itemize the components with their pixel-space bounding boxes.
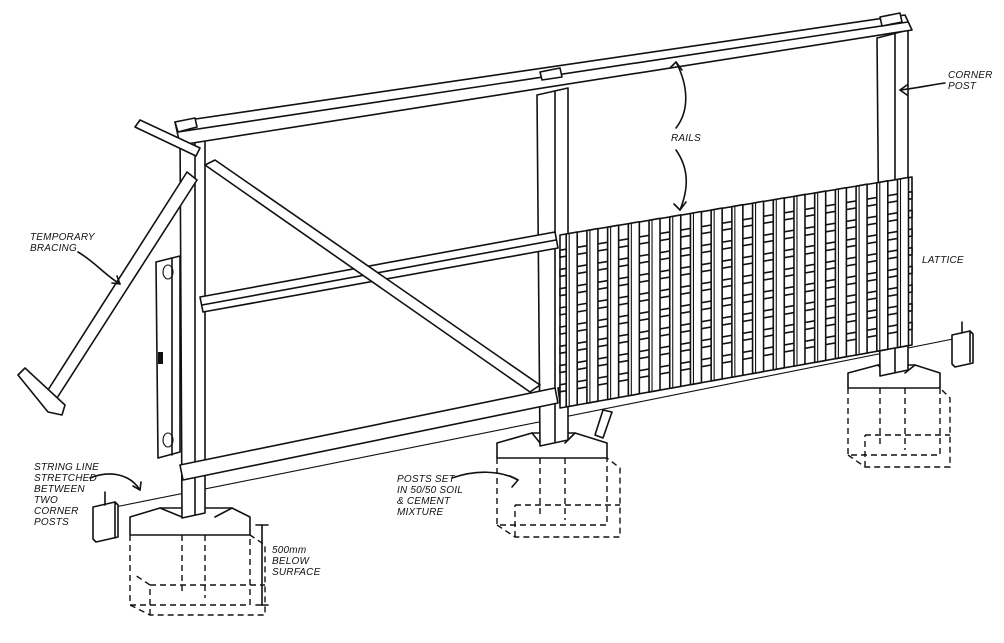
depth-dimension: [255, 524, 269, 606]
lattice-label: LATTICE: [922, 255, 964, 266]
depth-label: 500mm BELOW SURFACE: [272, 545, 321, 578]
posts-set-label: POSTS SET IN 50/50 SOIL & CEMENT MIXTURE: [397, 474, 463, 518]
diagonal-brace: [204, 159, 541, 393]
right-footing: [847, 364, 951, 468]
rails-arrows: [669, 61, 688, 211]
lattice-panel: [559, 176, 913, 409]
temporary-bracing: [17, 119, 201, 416]
rails-label: RAILS: [671, 133, 701, 144]
middle-rail: [199, 231, 559, 313]
string-line: [92, 321, 974, 543]
spirit-level: [155, 255, 181, 459]
temporary-bracing-label: TEMPORARY BRACING: [30, 232, 95, 254]
corner-post-label: CORNER POST: [948, 70, 993, 92]
string-line-label: STRING LINE STRETCHED BETWEEN TWO CORNER…: [34, 462, 99, 528]
left-footing: [129, 507, 266, 616]
stake: [594, 409, 613, 439]
bracing-arrow: [77, 251, 121, 285]
right-peg: [951, 321, 974, 368]
middle-footing: [496, 432, 621, 538]
corner-post-arrow: [899, 82, 946, 96]
left-peg: [92, 491, 119, 543]
posts-set-arrow: [451, 471, 519, 488]
string-line-arrow: [89, 473, 142, 491]
top-rail: [174, 12, 913, 146]
